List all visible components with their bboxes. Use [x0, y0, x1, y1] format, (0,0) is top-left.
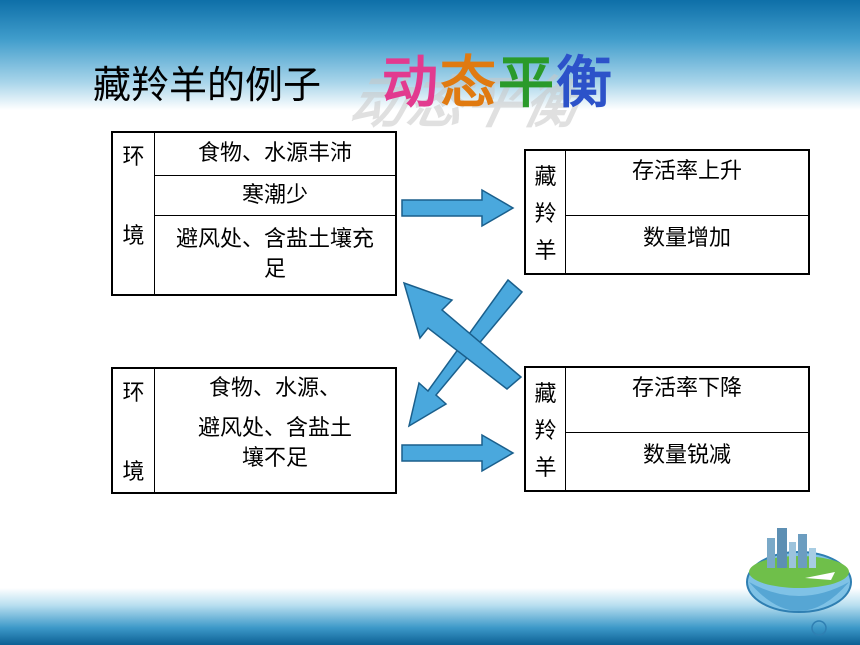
antelope-label: 藏 羚 羊 [526, 151, 566, 273]
slide-title: 藏羚羊的例子 [93, 63, 322, 107]
environment-line: 避风处、含盐土 [197, 416, 352, 441]
arrow-right-top [401, 188, 515, 228]
environment-row: 寒潮少 [155, 175, 395, 215]
environment-line: 壤不足 [241, 446, 308, 471]
environment-bad-box: 环 境 食物、水源、 避风处、含盐土 壤不足 [111, 367, 397, 494]
arrow-right-bottom [401, 433, 515, 473]
environment-row: 食物、水源丰沛 [197, 141, 352, 166]
wordart-dynamic-balance: 动态平衡 [382, 51, 614, 116]
antelope-label: 藏 羚 羊 [526, 368, 566, 490]
arrow-diagonal-up-left [402, 281, 523, 390]
antelope-row: 数量增加 [566, 215, 808, 273]
antelope-row: 数量锐减 [566, 432, 808, 490]
antelope-increase-box: 藏 羚 羊 存活率上升 数量增加 [524, 149, 810, 275]
antelope-row: 存活率下降 [631, 376, 742, 401]
antelope-row: 存活率上升 [631, 159, 742, 184]
environment-row: 避风处、含盐土壤充足 [155, 215, 395, 294]
globe-city-illustration [746, 528, 852, 636]
environment-line: 食物、水源、 [208, 376, 341, 401]
environment-good-box: 环 境 食物、水源丰沛 寒潮少 避风处、含盐土壤充足 [111, 131, 397, 296]
footer-band [0, 588, 860, 645]
environment-label: 环 境 [113, 133, 155, 294]
antelope-decrease-box: 藏 羚 羊 存活率下降 数量锐减 [524, 366, 810, 492]
header-band [0, 0, 860, 110]
environment-label: 环 境 [113, 369, 155, 492]
